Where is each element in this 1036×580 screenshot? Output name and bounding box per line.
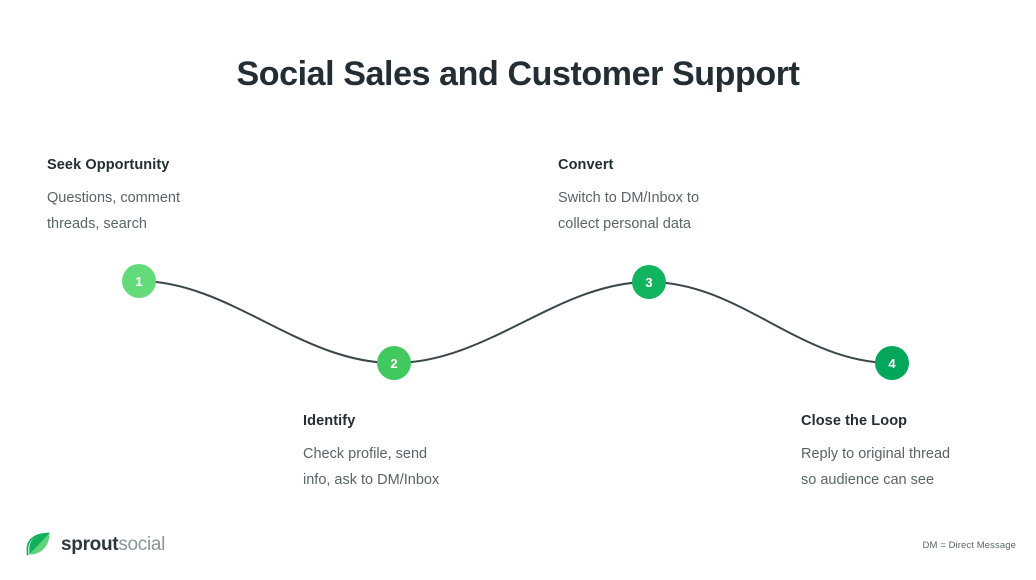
step-3-body-line-1: Switch to DM/Inbox to [558,190,700,207]
step-block-3: Convert Switch to DM/Inbox to collect pe… [558,156,788,238]
step-block-4: Close the Loop Reply to original thread … [801,412,1016,494]
step-node-1[interactable]: 1 [122,264,156,298]
logo-word-social: social [118,533,166,555]
step-4-body-line-2: so audience can see [801,471,935,488]
step-node-4[interactable]: 4 [875,346,909,380]
step-3-body-line-2: collect personal data [558,215,691,232]
curve-path [138,280,893,365]
page-title: Social Sales and Customer Support [236,55,800,93]
step-block-1: Seek Opportunity Questions, comment thre… [47,156,277,238]
step-3-heading: Convert [558,157,614,173]
sprout-leaf-icon [26,532,50,556]
step-node-2[interactable]: 2 [377,346,411,380]
step-2-body-line-2: info, ask to DM/Inbox [303,471,440,488]
step-1-heading: Seek Opportunity [47,157,170,173]
footnote-dm-definition: DM = Direct Message [922,540,1016,551]
step-1-body-line-2: threads, search [47,215,147,232]
step-2-heading: Identify [303,413,356,429]
step-4-heading: Close the Loop [801,413,908,429]
step-4-body-line-1: Reply to original thread [801,446,951,463]
sprout-social-logo: sproutsocial [24,530,165,558]
step-node-3[interactable]: 3 [632,265,666,299]
sprout-social-wordmark: sproutsocial [61,535,165,554]
step-2-body-line-1: Check profile, send [303,446,428,463]
step-block-2: Identify Check profile, send info, ask t… [303,412,533,494]
step-1-body-line-1: Questions, comment [47,190,180,207]
logo-word-sprout: sprout [61,533,119,555]
